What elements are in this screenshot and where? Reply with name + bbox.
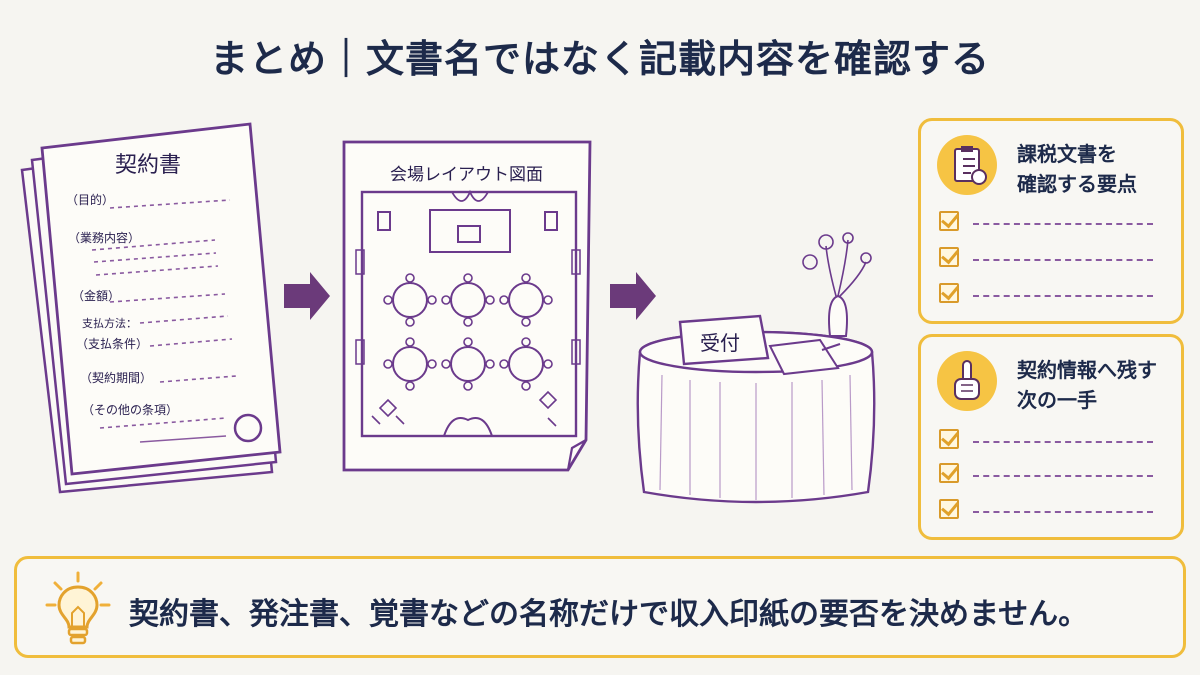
reception-table: 受付 (636, 232, 876, 504)
contract-field-period: （契約期間） (80, 370, 152, 385)
checkbox-checked-icon (939, 499, 959, 519)
placeholder-line (973, 295, 1153, 297)
placeholder-line (973, 475, 1153, 477)
check-item (939, 429, 1159, 451)
lightbulb-icon (45, 571, 111, 645)
layout-heading: 会場レイアウト図面 (390, 165, 543, 185)
checkbox-checked-icon (939, 247, 959, 267)
placeholder-line (973, 441, 1153, 443)
check-item (939, 247, 1159, 269)
summary-callout: 契約書、発注書、覚書などの名称だけで収入印紙の要否を決めません。 (14, 556, 1186, 658)
contract-field-purpose: （目的） (66, 192, 114, 207)
contract-field-payment-method: 支払方法： (82, 316, 137, 330)
reception-sign: 受付 (700, 331, 740, 355)
check-item (939, 211, 1159, 233)
panel-next-steps: 契約情報へ残す 次の一手 (918, 334, 1184, 540)
clipboard-checklist-icon (937, 135, 997, 195)
check-item (939, 499, 1159, 521)
page-title: まとめ｜文書名ではなく記載内容を確認する (209, 37, 990, 81)
venue-layout-drawing: 会場レイアウト図面 (342, 140, 592, 472)
summary-text: 契約書、発注書、覚書などの名称だけで収入印紙の要否を決めません。 (129, 597, 1089, 632)
arrow-right-icon (284, 272, 330, 320)
illustration: 契約書 （目的） （業務内容） （金額） 支払方法： （支払条件） （契約期間）… (20, 122, 876, 504)
panel-tax-title-line2: 確認する要点 (1017, 172, 1137, 196)
contract-field-scope: （業務内容） (68, 230, 140, 245)
panel-next-title: 契約情報へ残す 次の一手 (1017, 355, 1157, 415)
panel-tax-document-checkpoints: 課税文書を 確認する要点 (918, 118, 1184, 324)
contract-heading: 契約書 (115, 153, 181, 178)
arrow-right-icon (610, 272, 656, 320)
placeholder-line (973, 511, 1153, 513)
panel-tax-title: 課税文書を 確認する要点 (1017, 139, 1137, 199)
check-item (939, 283, 1159, 305)
checkbox-checked-icon (939, 429, 959, 449)
contract-field-payment-terms: （支払条件） (76, 337, 148, 351)
panel-next-title-line1: 契約情報へ残す (1017, 358, 1157, 382)
contract-field-amount: （金額） (72, 288, 120, 303)
checkbox-checked-icon (939, 211, 959, 231)
pointing-finger-icon (937, 351, 997, 411)
panel-tax-title-line1: 課税文書を (1017, 142, 1117, 166)
checkbox-checked-icon (939, 283, 959, 303)
contract-document-stack: 契約書 （目的） （業務内容） （金額） 支払方法： （支払条件） （契約期間）… (20, 122, 282, 494)
contract-field-other: （その他の条項） (82, 403, 178, 417)
checkbox-checked-icon (939, 463, 959, 483)
check-item (939, 463, 1159, 485)
placeholder-line (973, 223, 1153, 225)
panel-next-title-line2: 次の一手 (1017, 388, 1097, 412)
placeholder-line (973, 259, 1153, 261)
